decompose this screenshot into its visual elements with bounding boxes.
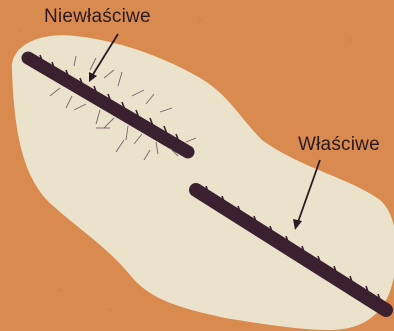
- label-wrong: Niewłaściwe: [44, 6, 151, 28]
- label-right: Właściwe: [298, 134, 380, 156]
